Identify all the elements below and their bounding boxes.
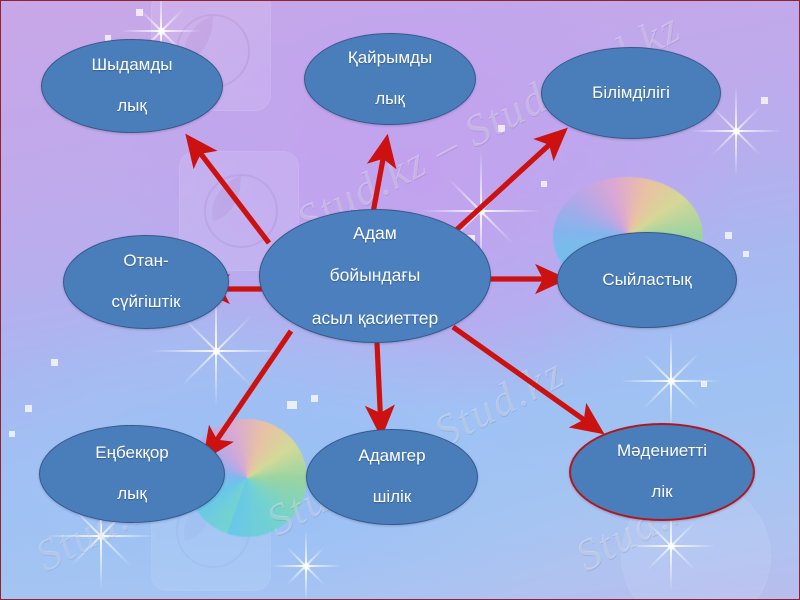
node-label: Еңбекқор лық bbox=[75, 443, 189, 505]
node-label-line1: Сыйластық bbox=[602, 269, 692, 289]
arrow-to-madeniettilik bbox=[451, 324, 605, 435]
pixel-confetti bbox=[9, 431, 15, 437]
node-bilimdiligi[interactable]: Білімділігі bbox=[541, 47, 721, 139]
node-label-line2: лық bbox=[117, 484, 147, 504]
node-label: Қайрымды лық bbox=[328, 48, 452, 110]
arrow-to-adamgershilik bbox=[364, 342, 395, 439]
node-label: Адам бойындағы асыл қасиеттер bbox=[292, 223, 459, 330]
arrow-to-qaiyrymdylyq bbox=[366, 133, 397, 214]
node-label-line1: Адам bbox=[353, 222, 397, 243]
node-adamgershilik[interactable]: Адамгер шілік bbox=[306, 429, 478, 525]
pixel-confetti bbox=[725, 232, 732, 239]
node-label-line1: Еңбекқор bbox=[95, 442, 169, 462]
node-label: Отан- сүйгіштік bbox=[91, 251, 200, 313]
node-label: Шыдамды лық bbox=[72, 55, 193, 117]
node-shydamdylyq[interactable]: Шыдамды лық bbox=[41, 39, 223, 133]
pixel-confetti bbox=[541, 181, 547, 187]
node-label: Сыйластық bbox=[582, 270, 711, 291]
node-otansuigishtik[interactable]: Отан- сүйгіштік bbox=[63, 235, 229, 329]
node-label-line1: Адамгер bbox=[358, 445, 426, 465]
node-label-line2: бойындағы bbox=[329, 265, 421, 286]
pixel-confetti bbox=[701, 381, 707, 387]
pixel-confetti bbox=[498, 125, 505, 132]
pixel-confetti bbox=[51, 359, 58, 366]
pixel-confetti bbox=[287, 401, 297, 409]
node-qaiyrymdylyq[interactable]: Қайрымды лық bbox=[304, 33, 476, 125]
node-center[interactable]: Адам бойындағы асыл қасиеттер bbox=[259, 209, 491, 343]
node-label-line2: лік bbox=[651, 482, 673, 502]
pixel-confetti bbox=[136, 9, 143, 16]
node-label-line2: лық bbox=[375, 89, 405, 109]
pixel-confetti bbox=[743, 251, 749, 257]
node-label-line1: Білімділігі bbox=[592, 82, 670, 102]
pixel-confetti bbox=[761, 97, 768, 104]
node-madeniettilik[interactable]: Мәдениетті лік bbox=[569, 423, 755, 521]
arrow-to-bilimdiligi bbox=[451, 127, 568, 235]
node-label-line2: лық bbox=[117, 96, 147, 116]
node-label-line2: сүйгіштік bbox=[111, 292, 181, 312]
node-label-line1: Мәдениетті bbox=[616, 440, 708, 460]
pixel-confetti bbox=[25, 405, 32, 412]
node-syilastyq[interactable]: Сыйластық bbox=[557, 232, 737, 328]
node-label-line1: Қайрымды bbox=[347, 47, 433, 67]
pixel-confetti bbox=[105, 35, 111, 41]
arrow-to-enbekqorlyq bbox=[202, 329, 294, 461]
node-label-line3: асыл қасиеттер bbox=[311, 308, 439, 329]
node-label-line2: шілік bbox=[372, 487, 412, 507]
node-label-line1: Отан- bbox=[123, 250, 169, 270]
node-label: Білімділігі bbox=[572, 83, 690, 104]
node-label: Адамгер шілік bbox=[338, 446, 445, 508]
node-enbekqorlyq[interactable]: Еңбекқор лық bbox=[39, 425, 225, 523]
pixel-confetti bbox=[311, 395, 318, 402]
node-label-line1: Шыдамды bbox=[91, 54, 173, 74]
node-label: Мәдениетті лік bbox=[597, 441, 727, 503]
arrow-to-shydamdylyq bbox=[185, 133, 272, 245]
